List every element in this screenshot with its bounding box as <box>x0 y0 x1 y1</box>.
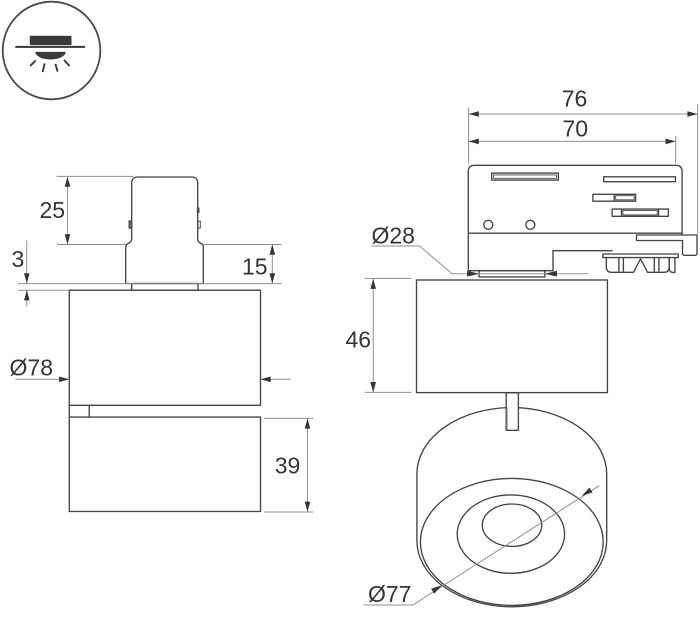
svg-text:25: 25 <box>40 197 66 223</box>
svg-text:70: 70 <box>563 116 589 142</box>
svg-text:3: 3 <box>12 246 25 272</box>
svg-text:39: 39 <box>275 453 301 479</box>
svg-text:Ø28: Ø28 <box>371 223 414 249</box>
svg-text:15: 15 <box>242 253 268 279</box>
svg-text:76: 76 <box>562 85 588 111</box>
svg-text:Ø78: Ø78 <box>10 355 53 381</box>
svg-text:46: 46 <box>346 327 372 353</box>
svg-text:Ø77: Ø77 <box>368 581 411 607</box>
